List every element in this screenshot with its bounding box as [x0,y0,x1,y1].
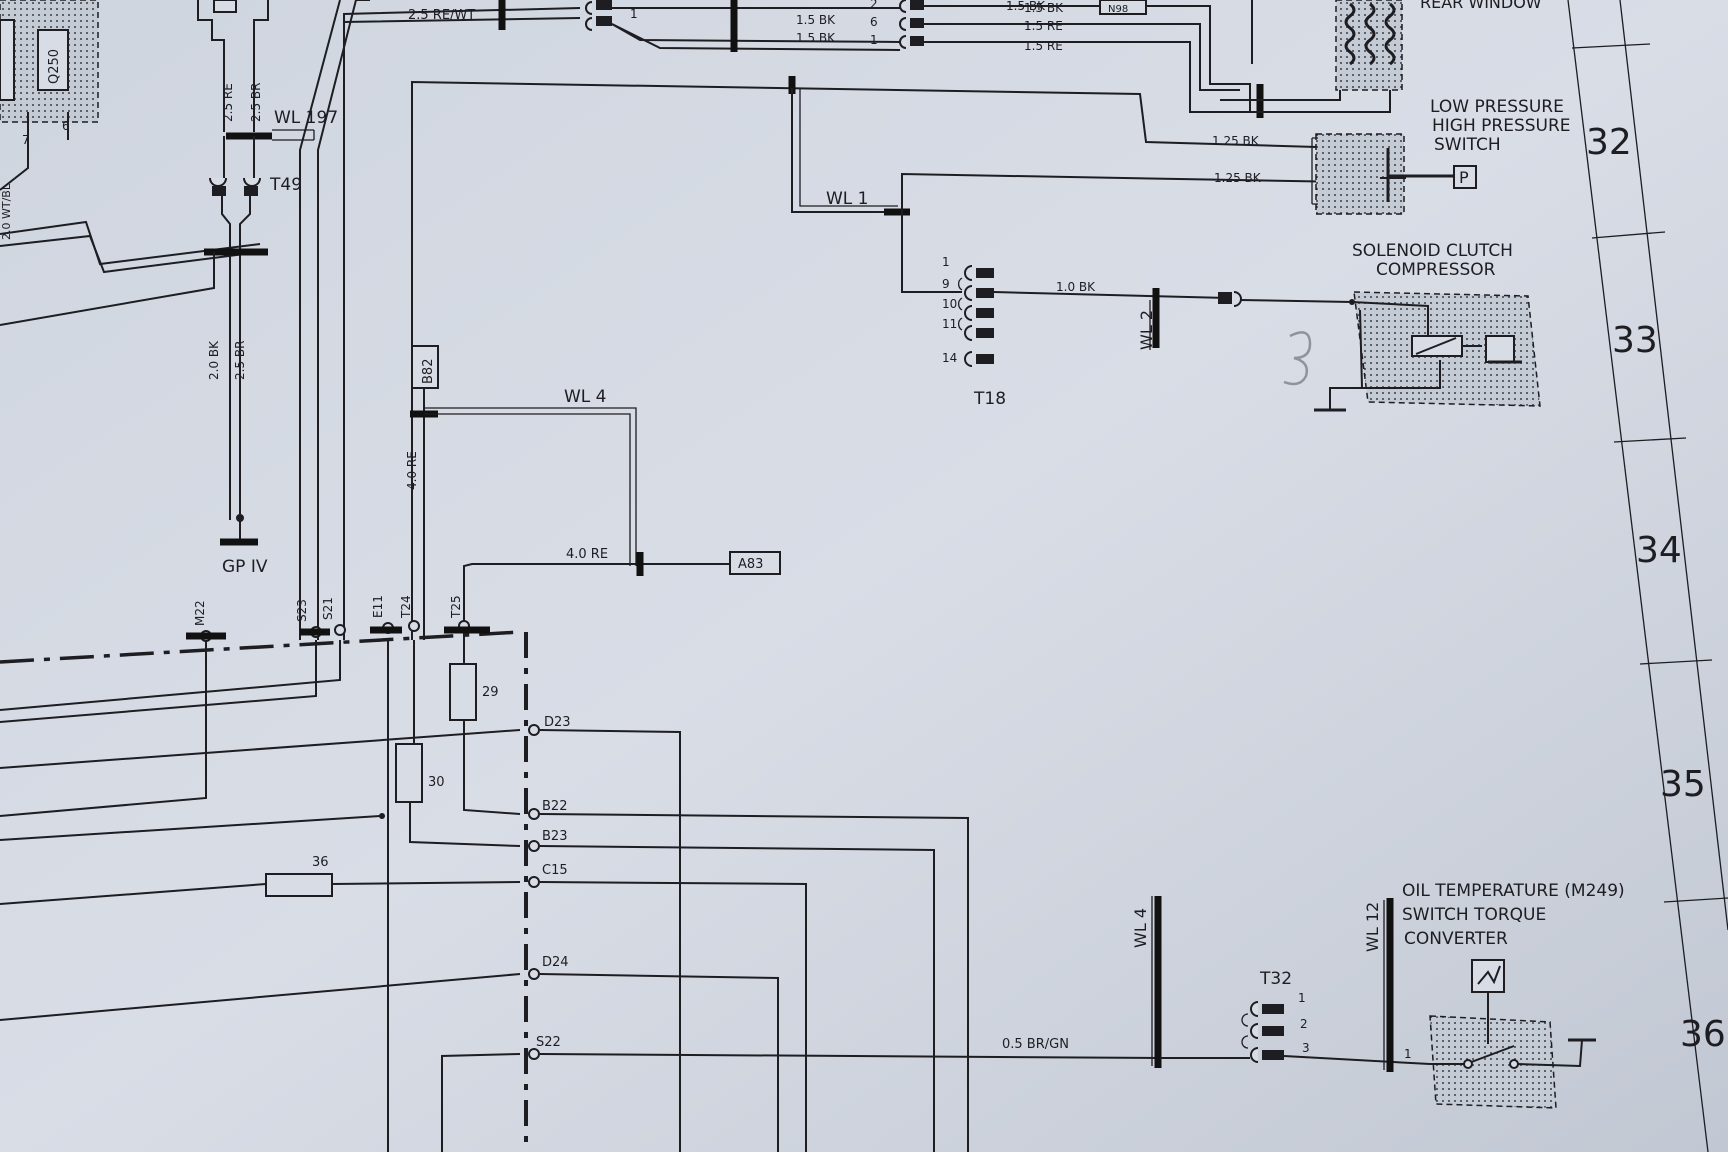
grid-number-34: 34 [1636,530,1682,571]
t18-pin-9: 9 [942,277,950,291]
oil-line3: CONVERTER [1404,929,1508,949]
wire-4.0re-h: 4.0 RE [566,547,608,562]
pin-top-6: 6 [870,15,878,29]
pin-top-2: 2 [870,0,878,11]
pin-top-1: 1 [630,7,638,21]
wire-1.0bk: 1.0 BK [1056,280,1096,294]
wire-1.25bk-a: 1.25 BK [1212,134,1260,148]
grid-number-32: 32 [1586,122,1632,163]
solenoid-line2: COMPRESSOR [1376,260,1496,280]
t32-pin-3: 3 [1302,1041,1310,1055]
t18-and-solenoid: 1 9 10 11 14 T18 1.0 BK WL 2 SOLENOID CL… [901,212,1541,412]
oil-line2: SWITCH TORQUE [1402,905,1546,925]
connector-b82: B82 [421,359,436,384]
gp-wl197: WL 197 [274,108,338,128]
wire-1.5bk-b: 1.5 BK [796,31,836,45]
fuse-29: 29 [482,685,499,700]
wire-1.5re-a: 1.5 RE [1024,19,1063,33]
terminal-s21: S21 [321,597,335,620]
gp-wl2: WL 2 [1137,310,1156,350]
wire-2.0bk: 2.0 BK [207,340,221,380]
connector-t18: T18 [973,389,1006,409]
bulkhead-dashline: M22 S23 S21 E11 T24 T25 [0,595,528,1152]
wire-2.5rewt: 2.5 RE/WT [408,8,475,23]
lower-wiring: 29 30 36 D23 B22 B23 C15 D24 S22 0.5 BR/… [0,640,1161,1152]
pin-top-1b: 1 [870,33,878,47]
oil-line1: OIL TEMPERATURE (M249) [1402,881,1625,901]
wire-4.0re-v: 4.0 RE [405,451,419,490]
terminal-t25: T25 [449,595,463,619]
terminal-d24: D24 [542,955,569,970]
wire-1.25bk-b: 1.25 BK [1214,171,1262,185]
grid-number-36: 36 [1680,1014,1726,1055]
wire-2.5br-lower: 2.5 BR [233,341,247,380]
connector-t32: T32 [1259,969,1292,989]
rear-window-heater: REAR WINDOW [1335,0,1542,91]
connector-t18-body [958,265,994,367]
t32-pin-1: 1 [1298,991,1306,1005]
t32-pin-2: 2 [1300,1017,1308,1031]
terminal-d23: D23 [544,715,571,730]
gp-wl4-top: WL 4 [564,387,607,407]
top-harness: 2.5 RE/WT 1 1.5 BK 1.5 BK 2 6 1 1.5 BK 1… [299,0,1391,640]
terminal-m22: M22 [193,600,207,626]
terminal-s23: S23 [295,599,309,622]
gp-wl12: WL 12 [1363,902,1382,952]
terminal-b22: B22 [542,799,567,814]
terminal-e11: E11 [371,595,385,618]
wire-1.5bk-a: 1.5 BK [796,13,836,27]
center-harness: B82 WL 4 4.0 RE 4.0 RE A83 [405,345,781,640]
oil-pin-1: 1 [1404,1047,1412,1061]
t18-pin-11: 11 [942,317,957,331]
top-left-wires: 2.5 RE 2.5 BR WL 197 T49 2.0 BK 2.5 BR G… [0,0,338,577]
pressure-switch-line1: LOW PRESSURE [1430,97,1564,117]
gp-gpiv: GP IV [222,557,268,577]
fuse-30: 30 [428,775,445,790]
page-frame: 32 33 34 35 36 [1567,0,1728,1152]
pressure-switch-line3: SWITCH [1434,135,1501,155]
q250-label: Q250 [47,49,62,84]
wire-2.5re: 2.5 RE [221,83,235,122]
gp-wl1: WL 1 [826,189,869,209]
oil-temp-area: WL 4 T32 1 2 3 WL 12 1 OIL TEMPERATURE (… [1131,881,1625,1109]
connector-a83: A83 [738,557,763,572]
connector-n98: N98 [1108,4,1128,15]
pin-6: 6 [62,119,70,133]
rear-window-label: REAR WINDOW [1420,0,1542,12]
pin-7: 7 [22,133,30,147]
solenoid-line1: SOLENOID CLUTCH [1352,241,1513,261]
pressure-symbol: P [1459,168,1469,187]
gp-wl4-bottom: WL 4 [1131,908,1150,948]
t18-pin-10: 10 [942,297,957,311]
terminal-t24: T24 [399,595,413,619]
terminal-b23: B23 [542,829,567,844]
grid-number-33: 33 [1612,320,1658,361]
wire-0.5brgn: 0.5 BR/GN [1002,1037,1069,1052]
connector-t49: T49 [269,175,302,195]
wire-1.5bk-right: 1.5 BK [1006,0,1046,13]
grid-number-35: 35 [1660,764,1706,805]
pressure-switch-line2: HIGH PRESSURE [1432,116,1571,136]
t18-pin-1: 1 [942,255,950,269]
terminal-c15: C15 [542,863,568,878]
top-left-component: Q250 7 6 2.0 WT/BL [0,0,99,240]
pressure-switch-area: WL 1 1.25 BK 1.25 BK P LOW PRESSURE HIGH… [411,76,1571,640]
terminal-s22: S22 [536,1035,561,1050]
t18-pin-14: 14 [942,351,957,365]
fuse-36: 36 [312,855,329,870]
wire-2.5br: 2.5 BR [249,83,263,122]
wire-2.0wtbl: 2.0 WT/BL [0,183,13,240]
pencil-mark [1283,331,1312,386]
wire-1.5bk-top: 1.5 BK [1024,1,1064,15]
wire-1.5re-b: 1.5 RE [1024,39,1063,53]
